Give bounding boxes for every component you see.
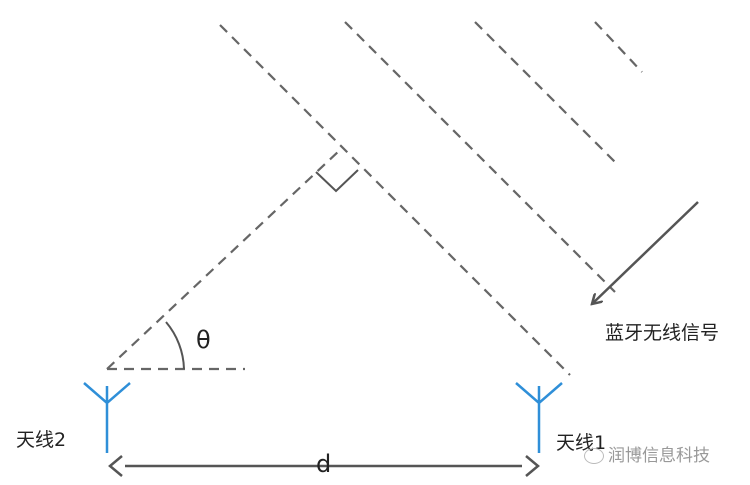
distance-label: d (316, 450, 332, 478)
signal-arrow (592, 201, 699, 304)
wavefront-3 (474, 21, 616, 163)
angle-arc (165, 321, 185, 370)
wavefront-1 (219, 24, 571, 376)
antenna-2-icon (83, 382, 131, 453)
angle-label: θ (196, 326, 211, 354)
wavefront-4 (594, 21, 643, 73)
signal-label: 蓝牙无线信号 (605, 322, 720, 344)
wavefront-2 (344, 21, 616, 293)
antenna-1-icon (515, 382, 563, 453)
antenna-2-label: 天线2 (16, 429, 67, 451)
watermark-text: 润博信息科技 (608, 446, 710, 466)
right-angle-marker (315, 169, 359, 193)
distance-arrow-right-head (525, 455, 540, 477)
distance-arrow-left-head (108, 455, 123, 477)
watermark: 润博信息科技 (584, 441, 710, 466)
path-difference-line (106, 149, 341, 370)
wechat-icon (584, 448, 604, 464)
